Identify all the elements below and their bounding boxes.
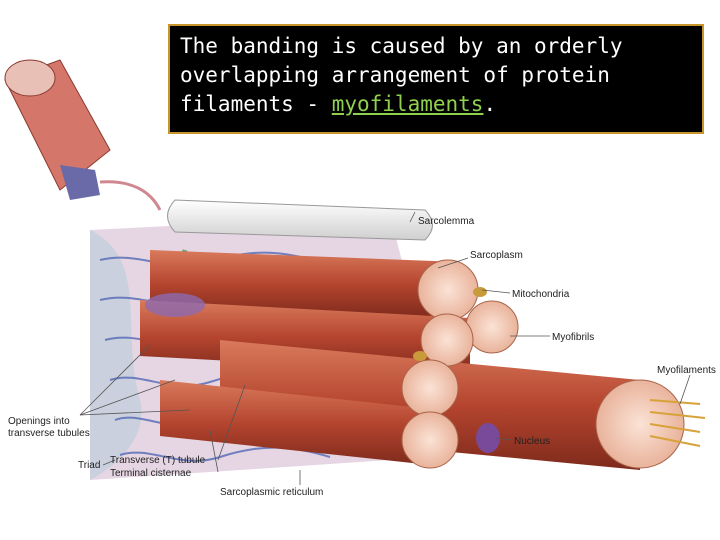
label-myofibrils: Myofibrils — [552, 332, 594, 343]
caption-period: . — [483, 92, 497, 116]
myofibrils — [140, 250, 640, 470]
whole-muscle-illustration — [4, 59, 162, 211]
label-myofilaments: Myofilaments — [657, 365, 716, 376]
mitochondrion — [413, 351, 427, 361]
label-sarcoplasm: Sarcoplasm — [470, 250, 523, 261]
label-mitochondria: Mitochondria — [512, 289, 570, 300]
nucleus — [476, 423, 500, 453]
label-openings-line1: Openings into — [8, 416, 70, 427]
label-openings-line2: transverse tubules — [8, 428, 90, 439]
caption-keyword: myofilaments — [331, 92, 484, 116]
caption-box: The banding is caused by an orderly over… — [168, 24, 704, 134]
label-sarcolemma: Sarcolemma — [418, 216, 475, 227]
myofibril-cross-sections — [401, 259, 685, 469]
label-triad: Triad — [78, 460, 100, 471]
sarcolemma — [167, 199, 433, 241]
label-nucleus: Nucleus — [514, 436, 550, 447]
leader-lines — [79, 211, 691, 485]
mitochondrion — [473, 287, 487, 297]
caption-text: The banding is caused by an orderly over… — [180, 34, 623, 116]
myofilament-strands — [649, 399, 706, 447]
nucleus-left — [145, 293, 205, 317]
label-sarcoplasmic-reticulum: Sarcoplasmic reticulum — [220, 487, 323, 498]
label-t-tubule: Transverse (T) tubule — [110, 455, 206, 466]
label-terminal-cisternae: Terminal cisternae — [110, 468, 192, 479]
